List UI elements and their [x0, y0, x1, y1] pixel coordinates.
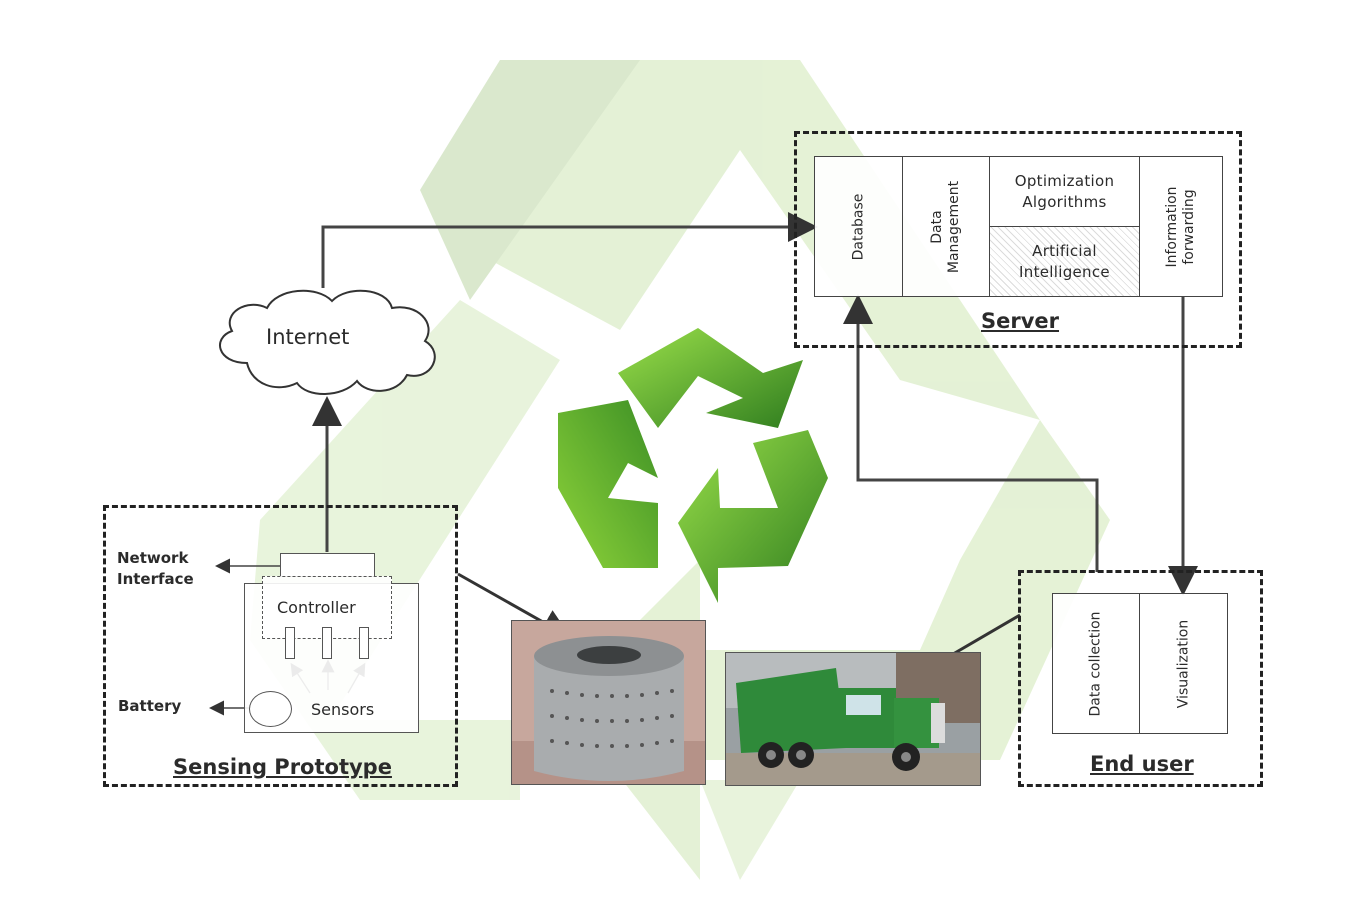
sensor-1 [285, 627, 295, 659]
network-interface-module [280, 553, 375, 577]
internet-label: Internet [266, 325, 350, 349]
server-title: Server [981, 309, 1060, 333]
server-group [794, 131, 1242, 348]
sensing-prototype-group [103, 505, 458, 787]
battery-label: Battery [118, 697, 182, 715]
data-collection-label: Data collection [1087, 610, 1104, 717]
garbage-truck-photo [725, 652, 981, 786]
enduser-to-database-arrow [843, 294, 1099, 572]
ai-cell: Artificial Intelligence [990, 227, 1140, 296]
sensors-label: Sensors [311, 700, 375, 719]
data-management-label: Data Management [929, 180, 962, 273]
sensor-2 [322, 627, 332, 659]
internet-cloud [219, 289, 436, 395]
truck-icon [726, 653, 980, 785]
database-label: Database [850, 193, 866, 260]
visualization-label: Visualization [1175, 619, 1191, 708]
data-collection-cell: Data collection [1053, 594, 1140, 733]
server-components: Database Data Management Optimization Al… [814, 156, 1223, 297]
battery-shape [249, 691, 292, 727]
end-user-group [1018, 570, 1263, 787]
forwarding-label: Information forwarding [1164, 185, 1197, 268]
ai-label: Artificial Intelligence [1019, 241, 1110, 281]
sensing-prototype-title: Sensing Prototype [173, 755, 392, 779]
smart-bin-photo [511, 620, 706, 785]
end-user-components: Data collection Visualization [1052, 593, 1228, 734]
visualization-cell: Visualization [1140, 594, 1227, 733]
sensor-3 [359, 627, 369, 659]
optimization-cell: Optimization Algorithms [990, 157, 1140, 227]
controller-label: Controller [277, 598, 356, 617]
internet-to-server-arrow [321, 212, 818, 288]
data-management-cell: Data Management [903, 157, 990, 296]
database-cell: Database [815, 157, 903, 296]
end-user-title: End user [1090, 752, 1194, 776]
trash-bin-icon [512, 621, 705, 784]
optimization-label: Optimization Algorithms [1014, 171, 1115, 211]
forwarding-cell: Information forwarding [1140, 157, 1222, 296]
network-interface-label: Network Interface [117, 549, 194, 588]
recycle-icon [558, 328, 828, 603]
